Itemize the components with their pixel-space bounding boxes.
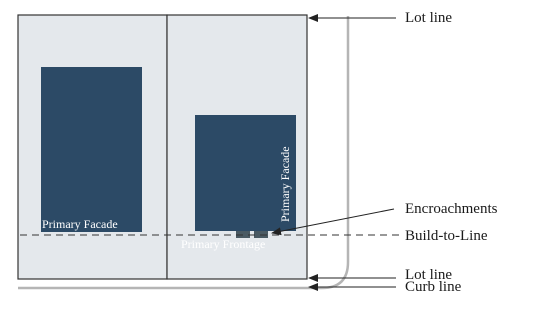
primary-facade-right-label: Primary Facade	[278, 146, 292, 222]
lot-line-bottom-label: Lot line	[405, 267, 452, 283]
encroachments-arrow	[271, 208, 395, 236]
build-to-line-label: Build-to-Line	[405, 228, 488, 244]
primary-frontage-label: Primary Frontage	[181, 237, 265, 251]
encroachments-label: Encroachments	[405, 201, 498, 217]
lot-line-top-label: Lot line	[405, 10, 452, 26]
building-right	[195, 115, 296, 231]
building-left	[41, 67, 142, 232]
primary-facade-left-label: Primary Facade	[42, 217, 118, 231]
curb-line-label: Curb line	[405, 279, 462, 295]
curb-line	[18, 16, 350, 290]
